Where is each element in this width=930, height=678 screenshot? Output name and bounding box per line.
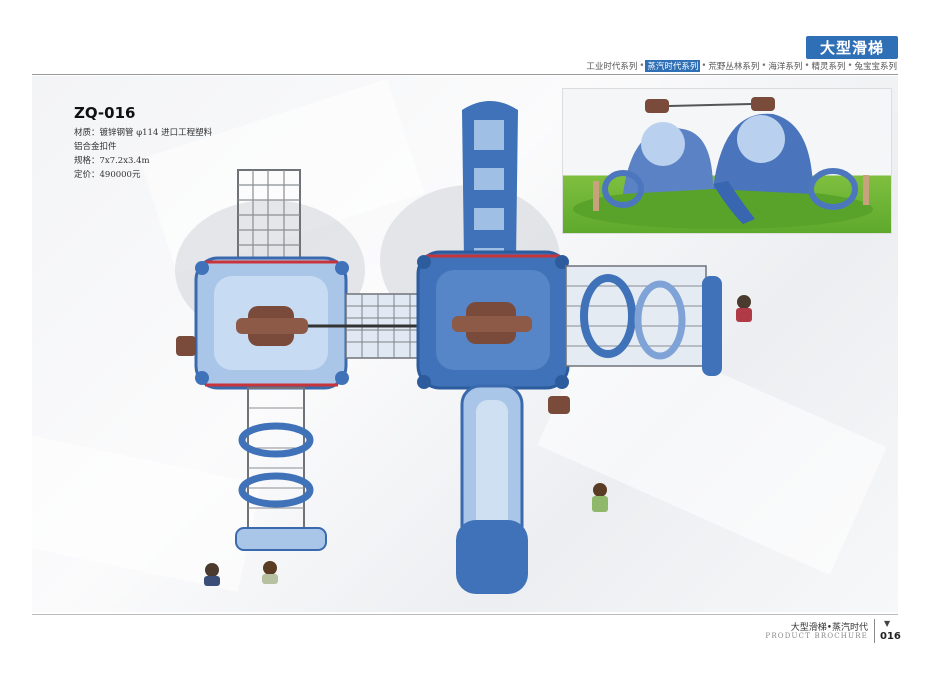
net-tunnel [565, 265, 722, 376]
child-figure [736, 295, 752, 322]
footer-subtitle: PRODUCT BROCHURE [765, 632, 868, 640]
series-item-jungle[interactable]: 荒野丛林系列 [708, 62, 760, 72]
child-figure [204, 563, 220, 586]
side-telescope [176, 336, 196, 356]
footer-title: 大型滑梯•蒸汽时代 [790, 623, 868, 633]
side-telescope [548, 396, 570, 414]
spec-material-extra: 铝合金扣件 [74, 142, 117, 152]
spec-material: 材质：镀锌钢管 φ114 进口工程塑料 [74, 128, 213, 138]
net-bridge [308, 293, 456, 359]
left-tower [194, 256, 349, 390]
series-item-bunny[interactable]: 兔宝宝系列 [854, 62, 897, 72]
footer-divider [874, 619, 875, 643]
header-rule [32, 74, 898, 75]
page-number: 016 [880, 631, 901, 642]
series-item-elf[interactable]: 精灵系列 [811, 62, 846, 72]
down-arrow-icon: ▼ [884, 619, 891, 628]
top-tube-slide [462, 101, 518, 260]
child-figure [592, 483, 608, 512]
product-render-photo [562, 88, 892, 234]
playground-render-image [573, 97, 873, 229]
spec-size: 规格：7x7.2x3.4m [74, 156, 150, 166]
model-code: ZQ-016 [74, 104, 136, 122]
series-item-industrial[interactable]: 工业时代系列 [586, 62, 638, 72]
series-item-steam[interactable]: 蒸汽时代系列 [645, 60, 701, 72]
category-badge: 大型滑梯 [806, 36, 898, 59]
spec-price: 定价：490000元 [74, 170, 141, 180]
bottom-net-tube [235, 387, 327, 551]
child-figure [262, 561, 278, 584]
series-item-ocean[interactable]: 海洋系列 [768, 62, 803, 72]
right-tower [416, 250, 570, 390]
bottom-straight-slide [456, 384, 528, 594]
footer-rule [32, 614, 898, 615]
series-nav: 工业时代系列 • 蒸汽时代系列 • 荒野丛林系列 • 海洋系列 • 精灵系列 •… [586, 60, 897, 72]
